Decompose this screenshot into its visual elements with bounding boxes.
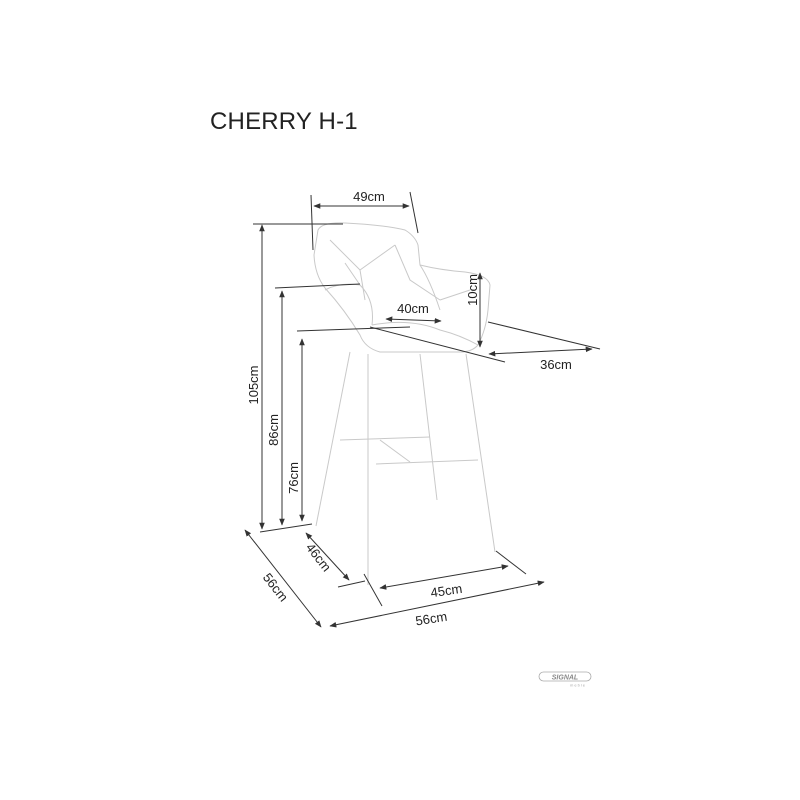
dimension-seat-height: 76cm [286,326,411,522]
label-seat-depth: 36cm [540,357,572,372]
label-armrest-above-seat: 10cm [465,274,480,306]
dimension-armrest-above-seat: 10cm [465,272,483,348]
dimension-armrest-height: 86cm [266,283,361,526]
label-total-width: 56cm [414,609,448,629]
label-seat-width: 40cm [397,301,429,316]
dimension-back-width: 49cm [310,189,419,251]
label-leg-depth: 46cm [303,540,334,574]
baseline [259,523,313,533]
svg-text:meble: meble [570,683,586,688]
dimension-leg-depth: 46cm [303,532,366,588]
dimension-total-width: 56cm [329,580,545,629]
dimension-seat-width: 40cm [385,301,442,324]
label-back-width: 49cm [353,189,385,204]
product-title: CHERRY H-1 [210,108,358,135]
label-total-depth: 56cm [260,570,291,604]
label-leg-width: 45cm [430,581,464,600]
dimension-leg-width: 45cm [363,550,527,607]
svg-text:SIGNAL: SIGNAL [552,674,578,681]
label-armrest-height: 86cm [266,414,281,446]
dimension-total-height: 105cm [246,223,343,530]
label-seat-height: 76cm [286,462,301,494]
label-total-height: 105cm [246,365,261,404]
dimension-seat-depth: 36cm [369,321,601,372]
signal-logo: SIGNAL meble [538,671,592,688]
